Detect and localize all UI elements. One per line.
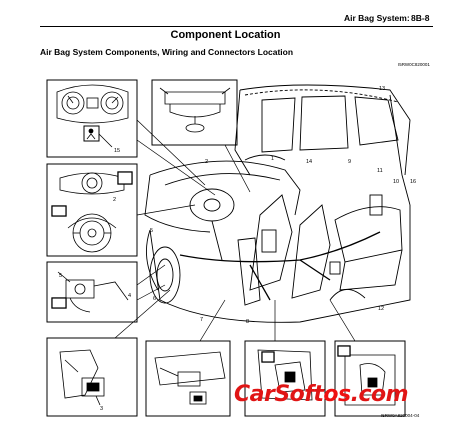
inset-instrument-cluster xyxy=(46,79,138,158)
callout-5: 5 xyxy=(59,273,62,279)
callout-8: 8 xyxy=(246,319,249,325)
callout-numbers: 15 2 5 4 3 1 2 5 6 7 8 9 10 11 12 13 14 … xyxy=(59,86,416,412)
instrument-cluster-drawing xyxy=(56,84,129,148)
callout-4-inset: 4 xyxy=(128,293,131,299)
inset-frames xyxy=(46,79,406,417)
inset-contact-coil xyxy=(46,261,138,323)
inset-seat-belt-rear xyxy=(334,340,406,417)
section-subtitle: Air Bag System Components, Wiring and Co… xyxy=(40,47,294,57)
inset-front-sensor xyxy=(46,337,138,417)
callout-16: 16 xyxy=(410,179,416,185)
callout-9: 9 xyxy=(348,159,351,165)
inset-passenger-airbag xyxy=(151,79,238,146)
callout-5-main: 5 xyxy=(150,228,153,234)
front-sensor-drawing xyxy=(59,349,105,406)
connector-markers xyxy=(51,171,351,363)
inset-steering-wheel xyxy=(46,163,138,257)
callout-2-inset: 2 xyxy=(113,197,116,203)
figure-code-top: I5RW0C820001 xyxy=(398,62,430,67)
callout-13: 13 xyxy=(379,86,385,92)
watermark-logo: CarSoftos.com xyxy=(234,382,409,407)
callout-15-inset: 15 xyxy=(114,148,120,154)
inset-seat-belt-lower xyxy=(244,340,326,417)
callout-14: 14 xyxy=(306,159,312,165)
callout-10: 10 xyxy=(393,179,399,185)
page-title: Component Location xyxy=(170,29,281,41)
header-rule xyxy=(40,26,433,27)
vehicle-cutaway-drawing xyxy=(144,84,411,323)
header-page-number: 8B-8 xyxy=(411,13,430,23)
inset-sdm xyxy=(145,340,231,417)
callout-11: 11 xyxy=(377,168,383,174)
callout-3-inset: 3 xyxy=(100,406,103,412)
callout-2: 2 xyxy=(205,159,208,165)
callout-6: 6 xyxy=(153,296,156,302)
passenger-airbag-drawing xyxy=(159,87,231,133)
callout-7: 7 xyxy=(200,317,203,323)
header-section-label: Air Bag System: xyxy=(344,13,410,23)
callout-12: 12 xyxy=(378,306,384,312)
callout-1: 1 xyxy=(271,156,274,162)
sdm-drawing xyxy=(154,351,226,405)
